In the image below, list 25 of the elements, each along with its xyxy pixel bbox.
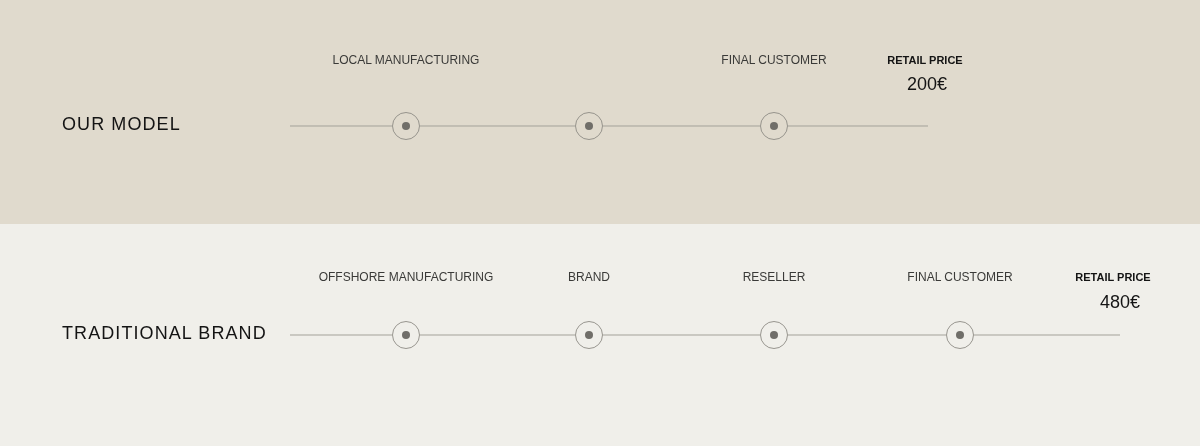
row-heading: TRADITIONAL BRAND (62, 322, 267, 344)
timeline-marker (575, 321, 603, 349)
model-band (0, 0, 1200, 224)
timeline-marker (575, 112, 603, 140)
stage-label: OFFSHORE MANUFACTURING (318, 269, 494, 285)
price-caption: RETAIL PRICE (887, 53, 963, 67)
timeline-marker (760, 321, 788, 349)
timeline-line (973, 334, 1121, 336)
row-heading: OUR MODEL (62, 113, 181, 135)
timeline-line (289, 334, 393, 336)
timeline-line (787, 334, 947, 336)
timeline-line (602, 334, 761, 336)
timeline-line (419, 334, 576, 336)
stage-label: FINAL CUSTOMER (721, 52, 827, 68)
price-value: 480€ (1100, 291, 1140, 313)
price-value: 200€ (907, 73, 947, 95)
timeline-marker (392, 112, 420, 140)
stage-label: LOCAL MANUFACTURING (332, 52, 480, 68)
stage-label: BRAND (568, 269, 610, 285)
stage-label: RESELLER (742, 269, 806, 285)
timeline-marker (946, 321, 974, 349)
timeline-marker (760, 112, 788, 140)
stage-label: FINAL CUSTOMER (907, 269, 1013, 285)
price-caption: RETAIL PRICE (1075, 270, 1151, 284)
timeline-marker (392, 321, 420, 349)
